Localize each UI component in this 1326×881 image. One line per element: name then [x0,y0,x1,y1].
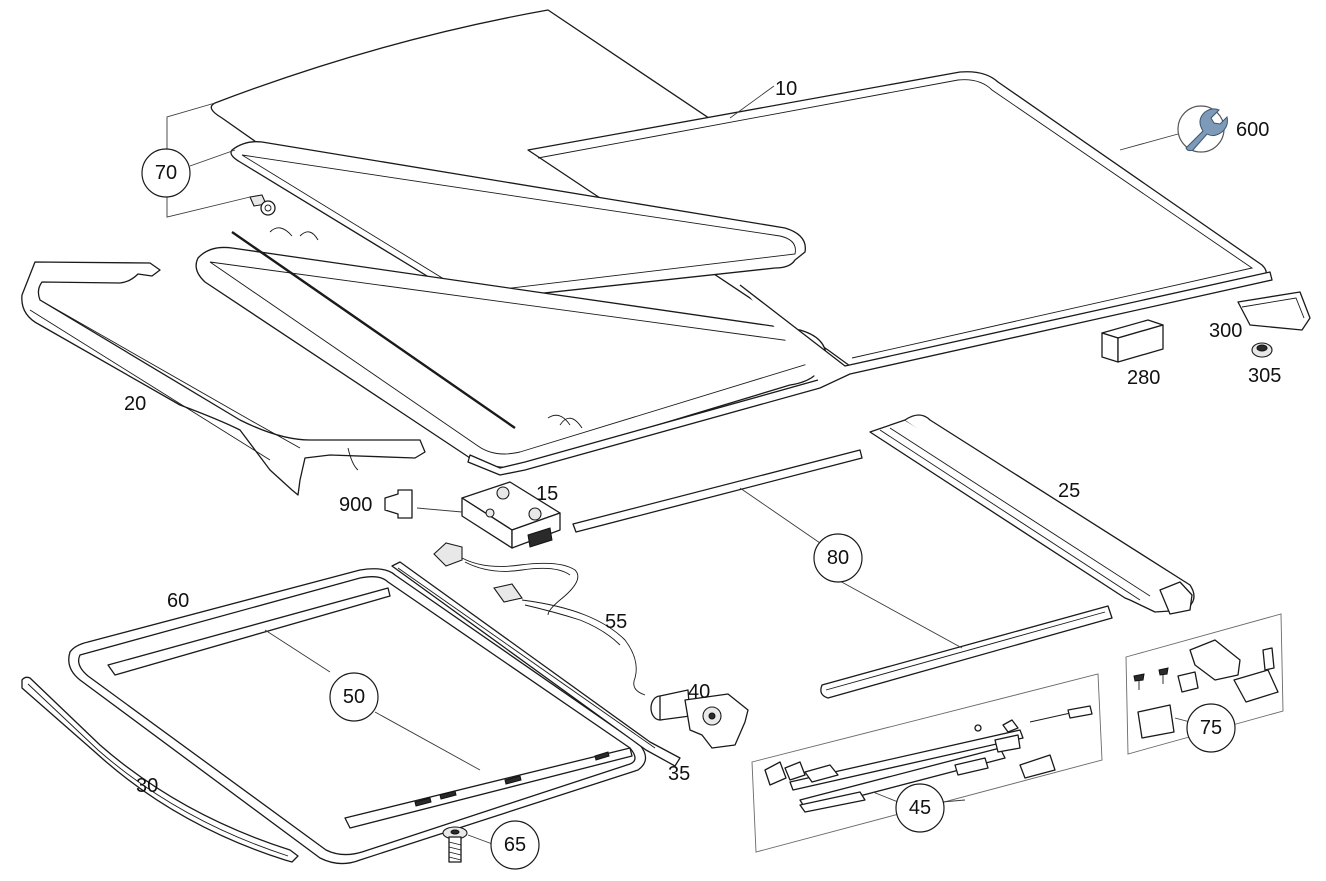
label-50: 50 [343,686,365,708]
part-65-screw [442,826,468,863]
label-75: 75 [1200,717,1222,739]
part-80-deflector [572,449,1113,699]
callout-50: 50 [329,672,379,722]
callout-45: 45 [895,783,945,833]
label-20: 20 [124,393,146,415]
part-900-connector [384,489,413,519]
part-75-small-parts-set [1125,613,1284,755]
part-55-cable [433,542,646,696]
part-305-nut [1251,342,1273,358]
part-280-block [1101,319,1164,363]
label-25: 25 [1058,480,1080,502]
label-280: 280 [1127,367,1160,389]
label-80: 80 [827,547,849,569]
label-600: 600 [1236,119,1269,141]
label-35: 35 [668,763,690,785]
callout-65: 65 [490,820,540,870]
label-70: 70 [155,162,177,184]
label-10: 10 [775,78,797,100]
part-45-mechanism-set [751,673,1103,853]
part-300-clip [1237,291,1311,331]
part-40-motor [650,689,749,749]
label-15: 15 [536,483,558,505]
label-305: 305 [1248,365,1281,387]
part-35-guide-rail [391,561,681,767]
label-30: 30 [136,775,158,797]
callout-80: 80 [813,533,863,583]
part-70-lower-glass-frame [195,227,1273,476]
label-55: 55 [605,611,627,633]
leader-lines [264,85,1191,846]
label-40: 40 [688,681,710,703]
label-900: 900 [339,494,372,516]
part-70-screw [249,194,276,216]
wrench-icon [1177,105,1228,153]
part-25-sunshade [869,414,1195,615]
label-45: 45 [909,797,931,819]
callout-70: 70 [141,148,191,198]
part-50-frame [107,587,633,829]
part-15-control-unit [461,481,561,549]
label-65: 65 [504,834,526,856]
part-20-drain-frame [21,261,426,496]
label-60: 60 [167,590,189,612]
callout-75: 75 [1186,703,1236,753]
part-30-seal-strip [21,676,299,863]
label-300: 300 [1209,320,1242,342]
